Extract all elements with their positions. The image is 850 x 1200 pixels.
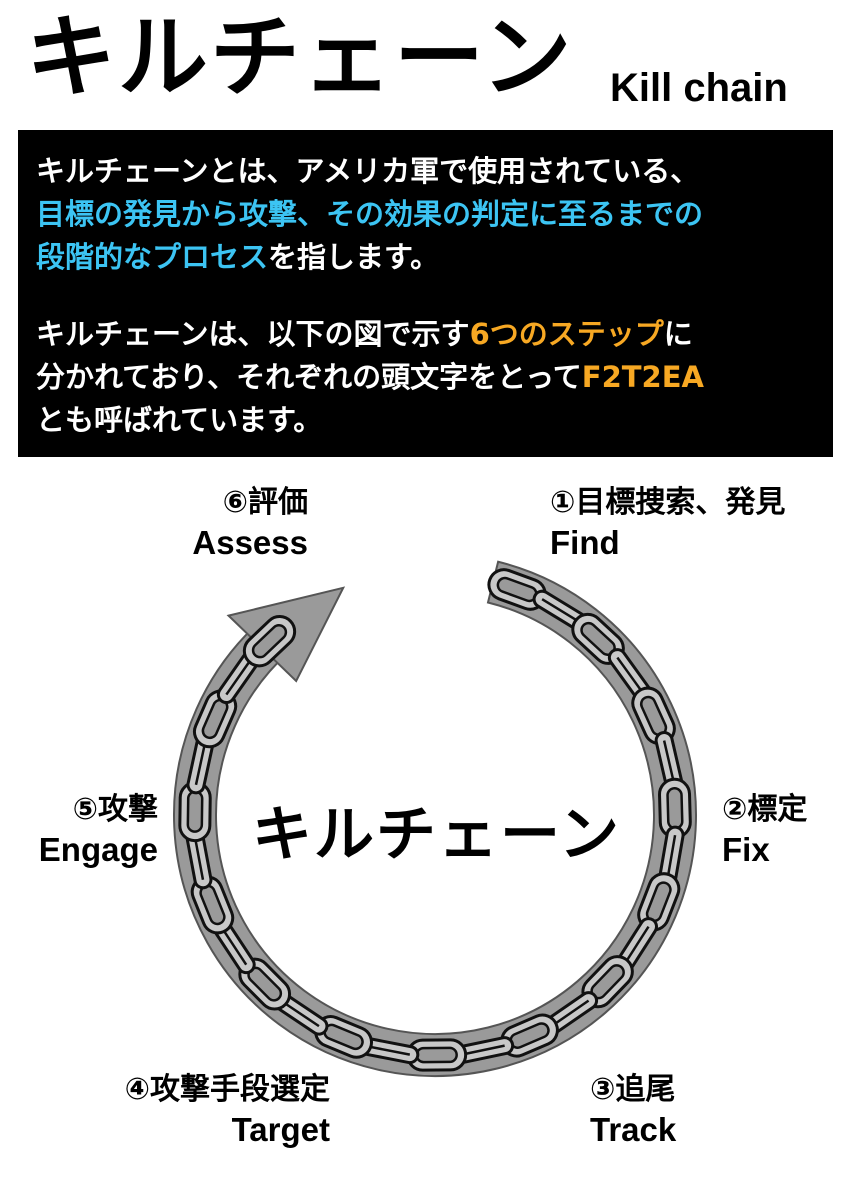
- step-label-en: Track: [590, 1111, 677, 1148]
- description-line: 目標の発見から攻撃、その効果の判定に至るまでの: [36, 193, 815, 236]
- ring-band: [173, 560, 697, 1077]
- description-line: キルチェーンとは、アメリカ軍で使用されている、: [36, 154, 700, 188]
- chain-link: [500, 1013, 559, 1058]
- step-label-en: Assess: [192, 524, 308, 561]
- highlight-text: F2T2EA: [581, 360, 704, 394]
- step-label-jp: ⑤攻撃: [72, 792, 158, 827]
- step-label-jp: ⑥評価: [222, 485, 308, 520]
- chain-link: [406, 1038, 468, 1072]
- step-label-jp: ②標定: [722, 792, 808, 827]
- description-line: とも呼ばれています。: [36, 403, 323, 437]
- step-find: ①目標捜索、発見 Find: [550, 483, 785, 563]
- step-label-jp: ④攻撃手段選定: [124, 1072, 330, 1107]
- step-track: ③追尾 Track: [590, 1070, 676, 1150]
- chain-link: [654, 731, 684, 791]
- step-label-en: Engage: [38, 831, 158, 868]
- page-subtitle: Kill chain: [610, 66, 788, 110]
- chain-link: [192, 689, 238, 749]
- step-target: ④攻撃手段選定 Target: [90, 1070, 330, 1150]
- highlight-text: 段階的なプロセス: [36, 240, 269, 274]
- description-box: キルチェーンとは、アメリカ軍で使用されている、 目標の発見から攻撃、その効果の判…: [18, 130, 833, 457]
- description-line: キルチェーンは、以下の図で示す6つのステップに: [36, 317, 693, 351]
- chain-cycle-diagram: [173, 560, 697, 1077]
- step-label-jp: ③追尾: [590, 1072, 676, 1107]
- chain-link: [658, 825, 685, 887]
- step-label-en: Target: [231, 1111, 330, 1148]
- step-label-jp: ①目標捜索、発見: [550, 485, 786, 520]
- chain-link: [242, 615, 297, 668]
- highlight-text: 目標の発見から攻撃、その効果の判定に至るまでの: [36, 197, 704, 231]
- step-label-en: Fix: [722, 831, 770, 868]
- chain-link: [658, 777, 692, 839]
- step-label-en: Find: [550, 524, 620, 561]
- step-engage: ⑤攻撃 Engage: [20, 790, 158, 870]
- step-fix: ②標定 Fix: [722, 790, 807, 870]
- step-assess: ⑥評価 Assess: [150, 483, 308, 563]
- highlight-text: 6つのステップ: [469, 317, 664, 351]
- page-title: キルチェーン: [26, 5, 574, 110]
- description-line: 段階的なプロセスを指します。: [36, 240, 440, 274]
- diagram-center-label: キルチェーン: [252, 800, 621, 870]
- description-line: 分かれており、それぞれの頭文字をとってF2T2EA: [36, 360, 704, 394]
